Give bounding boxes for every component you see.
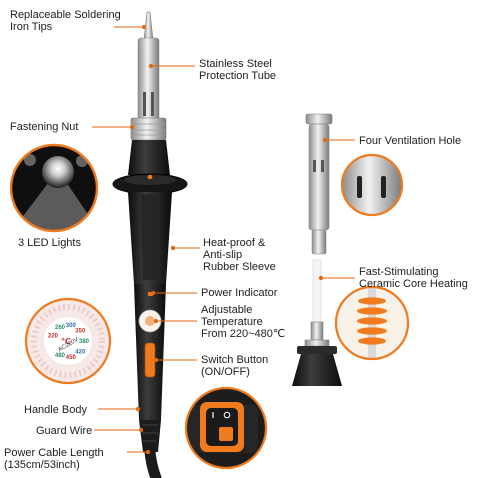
- spare-ceramic-core: [292, 259, 342, 386]
- dial-value-450: 450: [66, 355, 77, 361]
- switch-toggle: [219, 427, 233, 441]
- dial-value-380: 380: [79, 339, 90, 345]
- label-fastening-nut: Fastening Nut: [10, 121, 79, 133]
- label-ventilation-hole: Four Ventilation Hole: [359, 135, 462, 147]
- ventilation-zoom: [340, 153, 404, 217]
- soldering-iron: [112, 11, 188, 478]
- dial-unit: ℃: [61, 337, 71, 346]
- fastening-nut: [130, 117, 167, 141]
- label-guard-wire: Guard Wire: [36, 425, 93, 437]
- switch-zoom: [184, 386, 268, 470]
- dial-value-420: 420: [75, 349, 86, 355]
- dial-value-220: 220: [48, 334, 59, 340]
- handle-switch: [144, 342, 156, 378]
- dial-value-260: 260: [55, 325, 66, 331]
- led-zoom: [9, 143, 99, 233]
- label-power-cable: Power Cable Length(135cm/53inch): [4, 447, 104, 471]
- ceramic-coil-zoom: [334, 285, 410, 361]
- dial-value-350: 350: [75, 329, 86, 335]
- switch-off-symbol: [223, 411, 231, 419]
- leader-lines: [92, 24, 355, 455]
- label-power-indicator: Power Indicator: [201, 287, 278, 299]
- label-switch-button: Switch Button(ON/OFF): [201, 354, 269, 378]
- label-led-lights: 3 LED Lights: [18, 237, 81, 249]
- spare-tube: [305, 113, 333, 255]
- dial-value-300: 300: [66, 323, 77, 329]
- label-handle-body: Handle Body: [24, 404, 87, 416]
- guard-wire: [139, 420, 161, 452]
- protection-tube: [137, 37, 160, 123]
- dial-value-480: 480: [55, 353, 66, 359]
- power-cable: [144, 446, 162, 478]
